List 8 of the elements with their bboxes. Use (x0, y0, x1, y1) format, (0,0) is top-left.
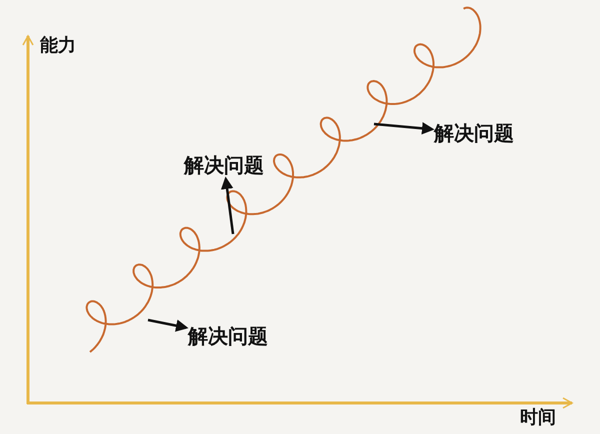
annotation-text: 解决问题 (434, 121, 514, 145)
arrow (148, 318, 188, 332)
annotation-text: 解决问题 (184, 153, 264, 177)
x-axis-label: 时间 (520, 406, 556, 430)
annotation-text: 解决问题 (188, 324, 268, 348)
arrow (220, 176, 234, 234)
y-axis-label: 能力 (40, 34, 76, 58)
arrow (374, 122, 434, 135)
